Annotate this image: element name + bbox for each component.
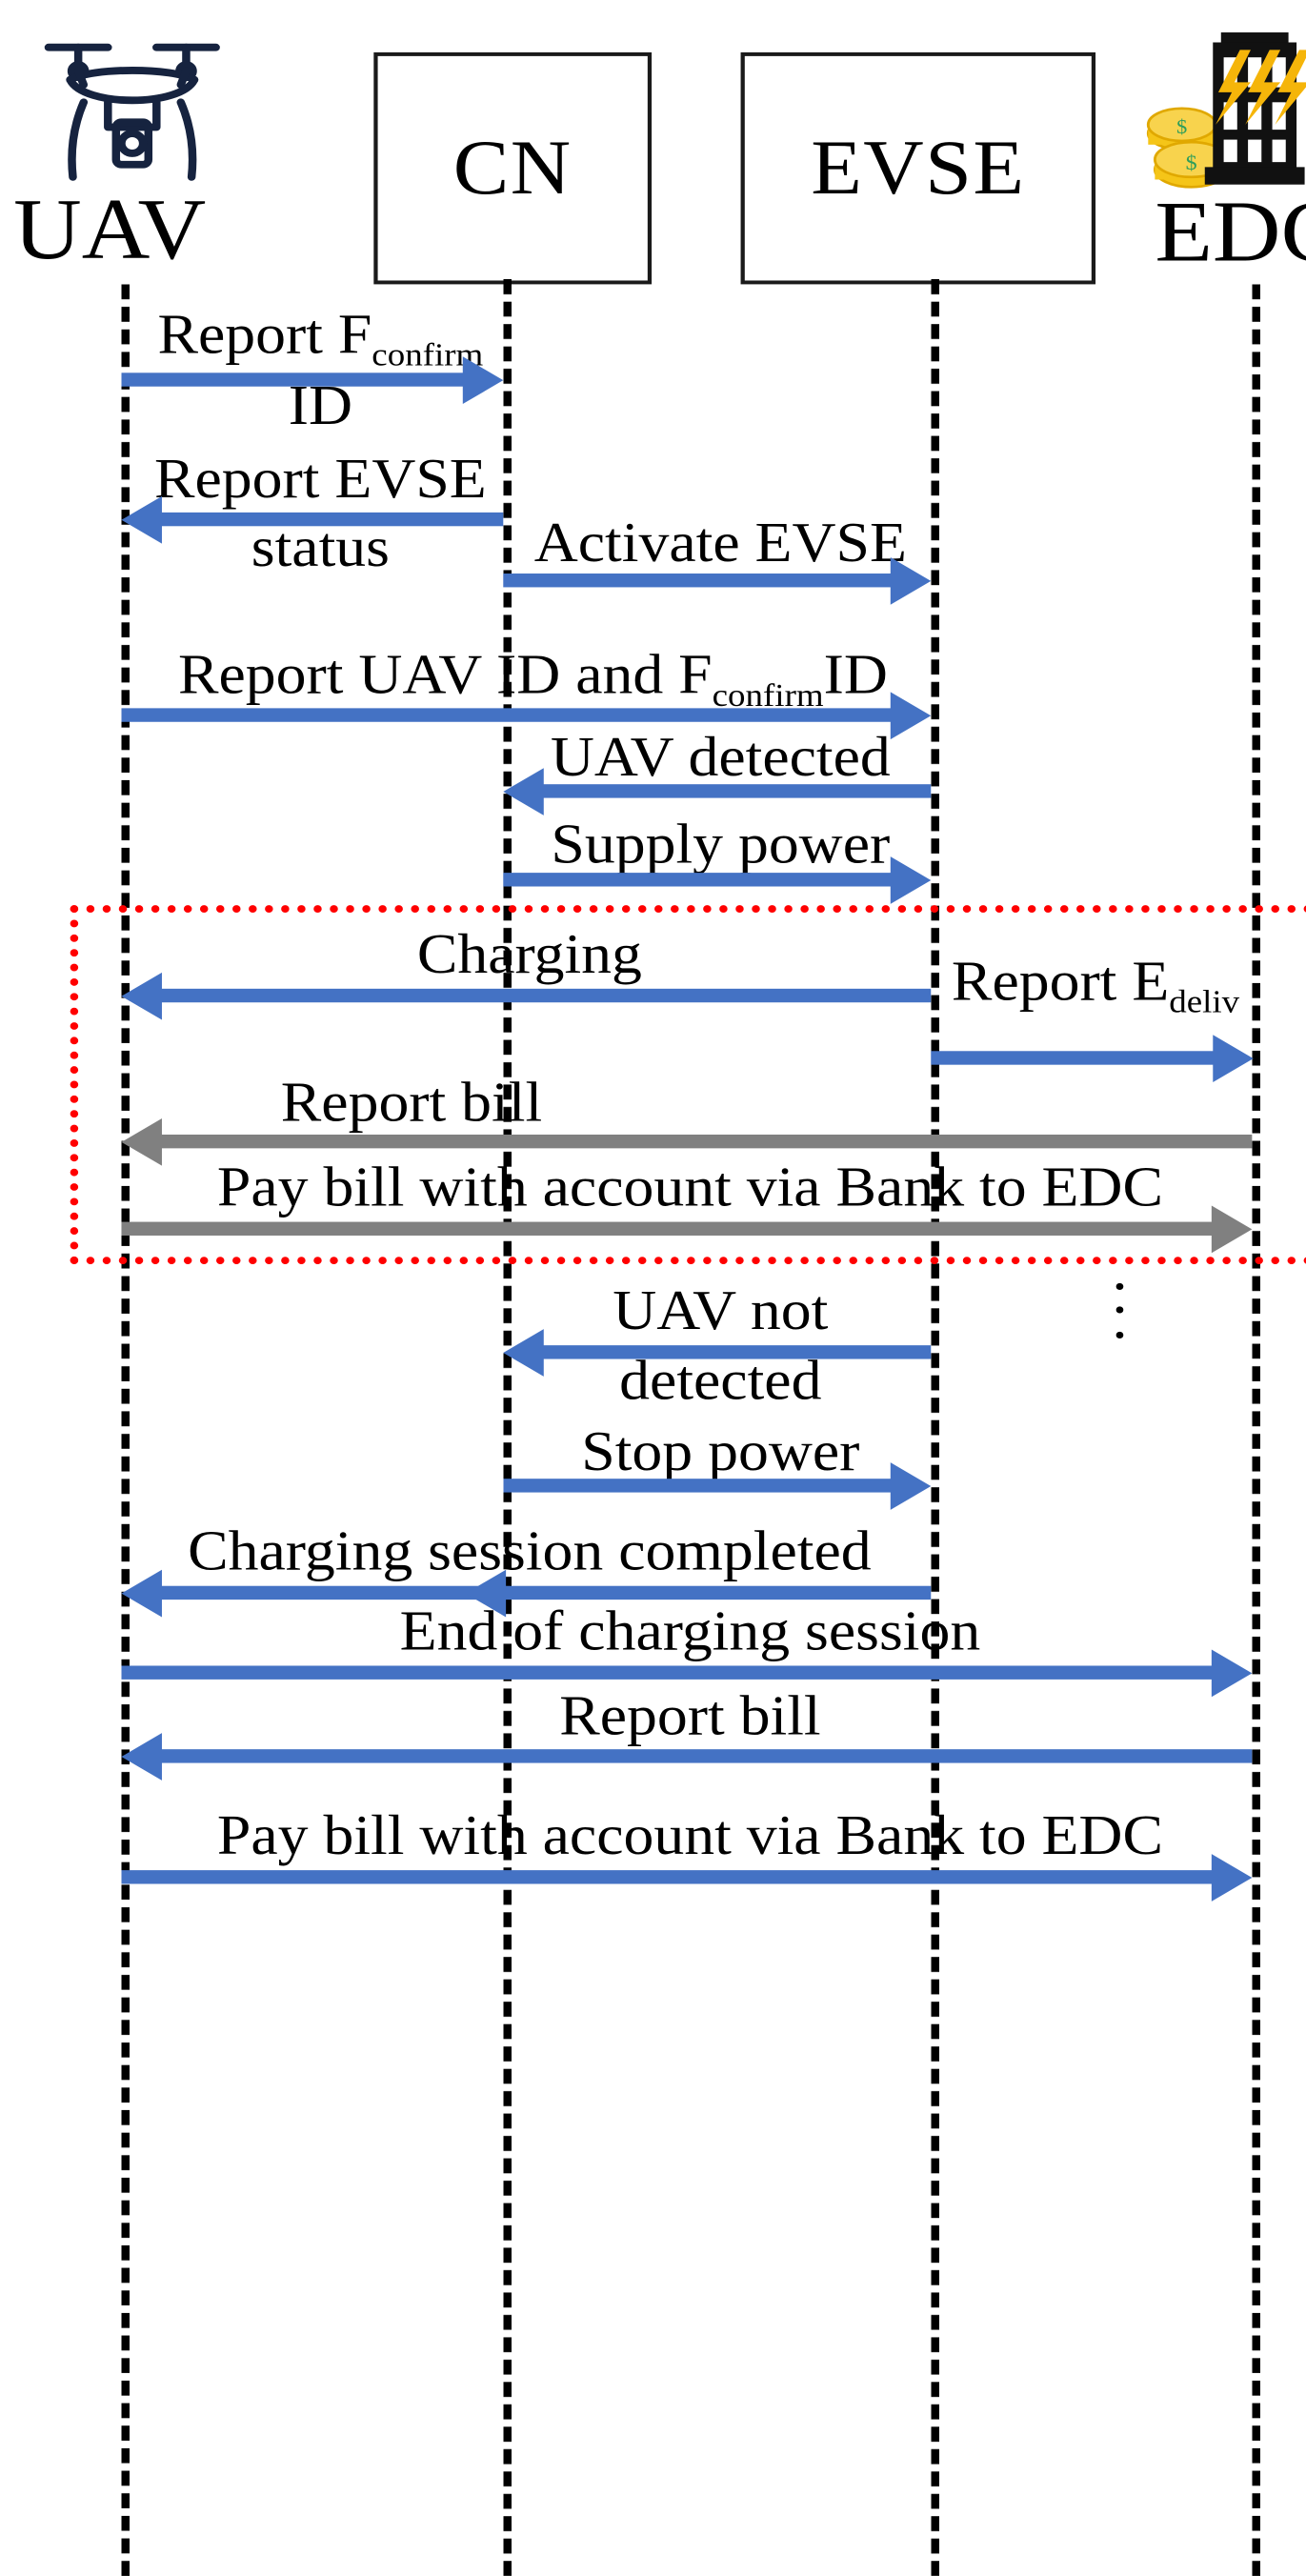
message-8-subscript: deliv (1169, 983, 1240, 1020)
actor-box-cn: CN (373, 51, 653, 285)
message-label-2: Report EVSE (153, 447, 487, 511)
actor-box-evse: EVSE (740, 51, 1096, 285)
message-label-3: Activate EVSE (533, 511, 907, 574)
svg-text:$: $ (1186, 151, 1197, 175)
message-label-15: Report bill (559, 1684, 821, 1747)
power-plant-money-icon: $ $ (1137, 10, 1306, 203)
message-label-12: Stop power (581, 1419, 860, 1483)
continuation-dots: · · · (1093, 1257, 1147, 1366)
message-label-4: Report UAV ID and FconfirmID (129, 646, 938, 714)
actor-label-evse: EVSE (811, 126, 1026, 211)
sequence-diagram-canvas: UAV CN EVSE $ $ (13, 10, 1306, 2576)
message-label-13: Charging session completed (188, 1519, 872, 1582)
message-4-line2-inline: ID (823, 643, 888, 706)
message-label-11: UAV not (613, 1278, 829, 1342)
message-label-11b: detected (619, 1349, 822, 1412)
message-label-16: Pay bill with account via Bank to EDC (216, 1803, 1163, 1867)
lifeline-edc (1252, 284, 1260, 2576)
message-label-8: Report Edeliv (937, 953, 1253, 1020)
message-label-7: Charging (416, 922, 642, 985)
actor-label-cn: CN (452, 126, 573, 211)
lifeline-evse (931, 279, 939, 2576)
message-label-9: Report bill (280, 1071, 543, 1134)
message-4-subscript: confirm (712, 676, 824, 714)
message-8-line1: Report E (951, 950, 1170, 1013)
message-label-1: Report Fconfirm (129, 306, 513, 372)
actor-label-edc: EDC (1155, 184, 1306, 281)
message-label-14: End of charging session (399, 1600, 981, 1662)
message-4-line1: Report UAV ID and F (177, 643, 713, 706)
message-label-5: UAV detected (550, 725, 891, 789)
message-label-10: Pay bill with account via Bank to EDC (216, 1156, 1163, 1218)
lifeline-cn (503, 279, 512, 2576)
dot-3: · (1109, 1302, 1131, 1366)
message-label-6: Supply power (551, 813, 891, 875)
drone-icon (24, 30, 240, 191)
message-label-2b: status (251, 515, 390, 579)
message-1-line1: Report F (157, 303, 372, 366)
actor-label-uav: UAV (13, 182, 207, 278)
lifeline-uav (121, 284, 130, 2576)
svg-text:$: $ (1176, 116, 1187, 138)
